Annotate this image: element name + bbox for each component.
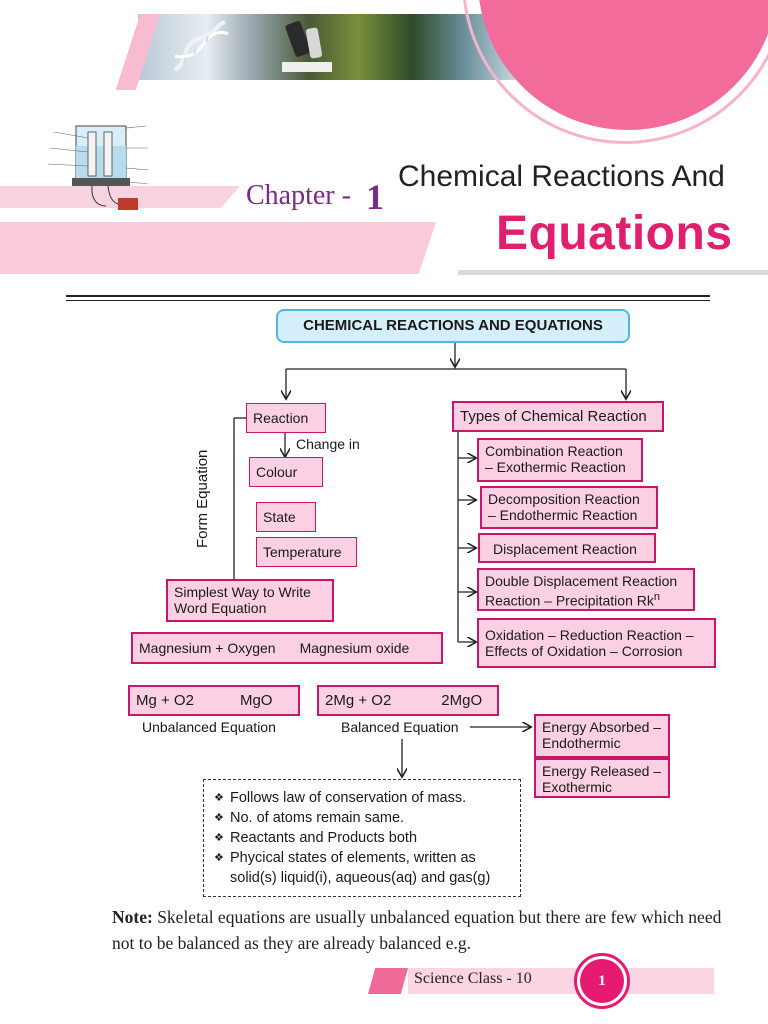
title-band-top (0, 186, 240, 208)
chapter-title-line1: Chemical Reactions And (398, 160, 725, 193)
type-line1: Oxidation – Reduction Reaction – (485, 627, 694, 643)
property-text: Phycical states of elements, written as (230, 850, 476, 866)
balanced-equation-properties: ❖ Follows law of conservation of mass. ❖ N… (203, 779, 521, 897)
energy-absorbed-box: Energy Absorbed – Endothermic (534, 714, 670, 758)
diamond-bullet-icon: ❖ (214, 852, 224, 864)
property-item: ❖ Phycical states of elements, written as (214, 848, 510, 868)
type-line1: Double Displacement Reaction (485, 573, 678, 589)
dna-helix-icon (173, 20, 229, 72)
property-item: ❖ No. of atoms remain same. (214, 808, 510, 828)
property-item: ❖ Follows law of conservation of mass. (214, 788, 510, 808)
footer-subject: Science Class - 10 (414, 970, 532, 987)
balanced-equation-box: 2Mg + O2 2MgO (317, 685, 499, 716)
reaction-box: Reaction (246, 403, 326, 433)
type-line2-text: Reaction – Precipitation Rk (485, 592, 654, 609)
diamond-bullet-icon: ❖ (214, 832, 224, 844)
note-text: Skeletal equations are usually unbalance… (112, 907, 722, 953)
form-equation-label: Form Equation (194, 449, 211, 548)
energy-released-box: Energy Released – Exothermic (534, 758, 670, 798)
diagram-main-title: CHEMICAL REACTIONS AND EQUATIONS (276, 309, 630, 343)
unbalanced-equation-label: Unbalanced Equation (142, 719, 276, 735)
note-label: Note: (112, 907, 153, 927)
simplest-way-line2: Word Equation (174, 600, 267, 616)
property-continuation: solid(s) liquid(i), aqueous(aq) and gas(… (230, 870, 491, 886)
types-of-reaction-box: Types of Chemical Reaction (452, 401, 664, 432)
chapter-label: Chapter - (246, 180, 351, 211)
temperature-box: Temperature (256, 537, 357, 567)
type-decomposition-box: Decomposition Reaction – Endothermic Rea… (480, 486, 658, 529)
title-band (0, 222, 436, 274)
property-text: No. of atoms remain same. (230, 810, 405, 826)
energy-released-line2: Exothermic (542, 779, 613, 795)
unbalanced-product: MgO (239, 692, 273, 709)
energy-absorbed-line2: Endothermic (542, 735, 621, 751)
simplest-way-box: Simplest Way to Write Word Equation (166, 579, 334, 622)
type-line2: Effects of Oxidation – Corrosion (485, 643, 683, 659)
type-double-displacement-box: Double Displacement Reaction Reaction – … (477, 568, 695, 611)
diamond-bullet-icon: ❖ (214, 792, 224, 804)
note-paragraph: Note: Skeletal equations are usually unb… (112, 904, 722, 956)
word-equation-box: Magnesium + Oxygen Magnesium oxide (131, 632, 443, 664)
property-text: Reactants and Products both (230, 830, 418, 846)
footer-band (408, 968, 714, 994)
type-line1: Combination Reaction (485, 443, 623, 459)
balanced-reactants: 2Mg + O2 (325, 692, 392, 709)
balanced-equation-label: Balanced Equation (341, 719, 459, 735)
electrolysis-apparatus-illustration (47, 125, 149, 210)
word-equation-reactants: Magnesium + Oxygen (139, 640, 276, 656)
type-line2: – Exothermic Reaction (485, 459, 626, 475)
title-underline (458, 270, 768, 275)
type-line2: Reaction – Precipitation Rkn (485, 589, 687, 609)
energy-released-line1: Energy Released – (542, 763, 662, 779)
chapter-number: 1 (366, 177, 384, 217)
property-text: Follows law of conservation of mass. (230, 790, 467, 806)
divider-rule (66, 295, 710, 297)
energy-absorbed-line1: Energy Absorbed – (542, 719, 662, 735)
unbalanced-reactants: Mg + O2 (136, 692, 194, 709)
footer-accent (368, 968, 408, 994)
type-displacement-box: Displacement Reaction (478, 533, 656, 563)
page-number: 1 (580, 959, 624, 1003)
balanced-product: 2MgO (441, 692, 483, 709)
colour-box: Colour (249, 457, 323, 487)
property-item: ❖ Reactants and Products both (214, 828, 510, 848)
type-line2: – Endothermic Reaction (488, 507, 638, 523)
state-box: State (256, 502, 316, 532)
type-line1: Decomposition Reaction (488, 491, 640, 507)
chapter-title-line2: Equations (496, 207, 733, 260)
type-redox-box: Oxidation – Reduction Reaction – Effects… (477, 618, 716, 668)
type-line2-superscript: n (653, 591, 660, 603)
unbalanced-equation-box: Mg + O2 MgO (128, 685, 300, 716)
diamond-bullet-icon: ❖ (214, 812, 224, 824)
microscope-icon (282, 21, 332, 72)
divider-rule-thin (66, 300, 710, 301)
change-in-label: Change in (296, 436, 360, 452)
word-equation-product: Magnesium oxide (299, 640, 410, 656)
type-combination-box: Combination Reaction – Exothermic Reacti… (477, 438, 643, 482)
simplest-way-line1: Simplest Way to Write (174, 584, 311, 600)
